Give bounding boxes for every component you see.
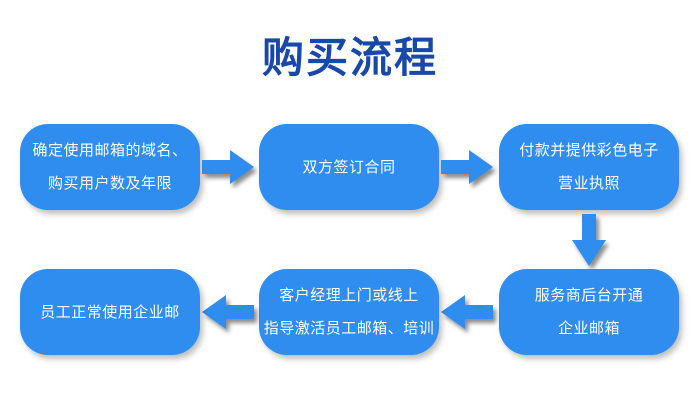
flow-step-6: 员工正常使用企业邮 (20, 269, 200, 355)
flow-step-5-line-2: 指导激活员工邮箱、培训 (263, 320, 435, 337)
page-title: 购买流程 (261, 34, 438, 81)
flow-step-4-line-1: 服务商后台开通 (534, 287, 644, 304)
flow-step-4-line-2: 企业邮箱 (557, 320, 620, 337)
flow-step-4: 服务商后台开通 企业邮箱 (499, 269, 679, 355)
arrow-right-icon (202, 150, 254, 184)
arrow-left-icon (202, 295, 254, 329)
flow-step-3: 付款并提供彩色电子 营业执照 (499, 124, 679, 210)
arrow-right-icon (441, 150, 493, 184)
flow-step-3-line-1: 付款并提供彩色电子 (519, 142, 659, 159)
flow-step-3-line-2: 营业执照 (557, 175, 620, 192)
arrow-down-icon (572, 214, 606, 266)
flow-step-6-line-1: 员工正常使用企业邮 (40, 303, 180, 321)
flow-step-2-line-1: 双方签订合同 (302, 158, 396, 176)
flow-step-1: 确定使用邮箱的域名、 购买用户数及年限 (20, 124, 200, 210)
flow-step-1-line-2: 购买用户数及年限 (47, 175, 172, 192)
flow-step-1-line-1: 确定使用邮箱的域名、 (32, 142, 188, 159)
flow-step-5-line-1: 客户经理上门或线上 (279, 287, 419, 304)
flow-step-5: 客户经理上门或线上 指导激活员工邮箱、培训 (259, 269, 439, 355)
arrow-left-icon (441, 295, 493, 329)
flow-step-2: 双方签订合同 (259, 124, 439, 210)
